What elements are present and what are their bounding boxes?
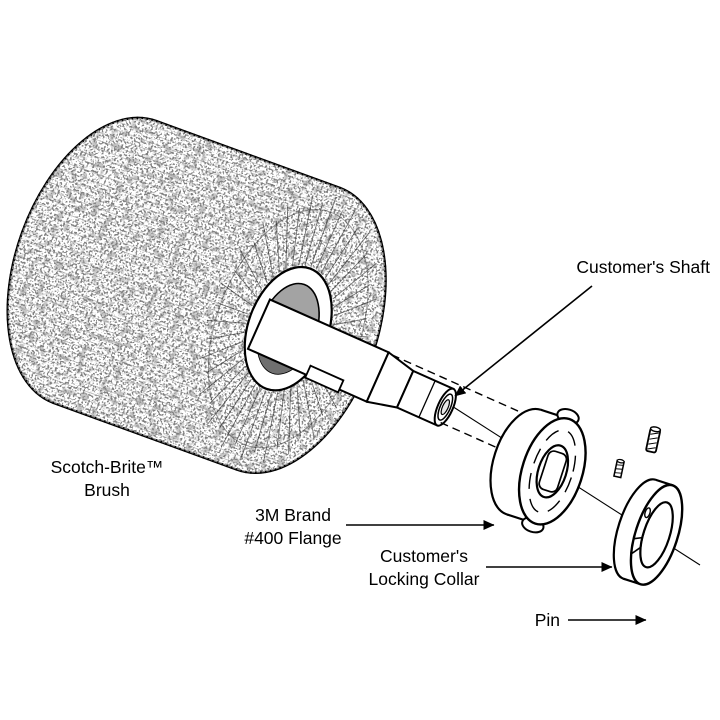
shaft-end-center xyxy=(440,399,451,416)
label-brush-line2: Brush xyxy=(84,480,130,500)
brush-illustration xyxy=(0,82,436,510)
flange-drive-hole xyxy=(538,450,568,493)
collar-clamp-slit xyxy=(630,536,643,555)
callout-arrows xyxy=(346,285,647,625)
shaft-callout-arrow xyxy=(454,285,593,397)
label-flange-line2: #400 Flange xyxy=(244,528,341,548)
set-screw-top xyxy=(616,458,625,464)
flange-illustration xyxy=(489,407,587,534)
shaft-keyway-tab xyxy=(304,364,345,394)
collar-pin-hole xyxy=(644,507,651,519)
shaft-nose-groove xyxy=(418,380,436,418)
shaft-illustration xyxy=(246,298,530,458)
brush-fiber-fringe xyxy=(0,91,422,500)
pin-knurl-hatching xyxy=(647,432,659,450)
pin-illustration xyxy=(645,426,662,454)
label-flange-line1: 3M Brand xyxy=(255,505,331,525)
collar-bore-back-edge xyxy=(640,505,659,560)
locking-collar-illustration xyxy=(612,478,684,586)
label-pin: Pin xyxy=(535,610,560,630)
label-collar-line1: Customer's xyxy=(380,546,468,566)
label-customers-shaft: Customer's Shaft xyxy=(576,257,710,277)
labels: Customer's Shaft Scotch-Brite™ Brush 3M … xyxy=(51,257,711,630)
set-screw-threads xyxy=(614,464,624,474)
set-screw-illustration xyxy=(613,458,625,479)
flange-face-groove xyxy=(528,429,577,514)
label-brush-line1: Scotch-Brite™ xyxy=(51,457,164,477)
label-collar-line2: Locking Collar xyxy=(369,569,480,589)
pin-top xyxy=(649,426,662,433)
